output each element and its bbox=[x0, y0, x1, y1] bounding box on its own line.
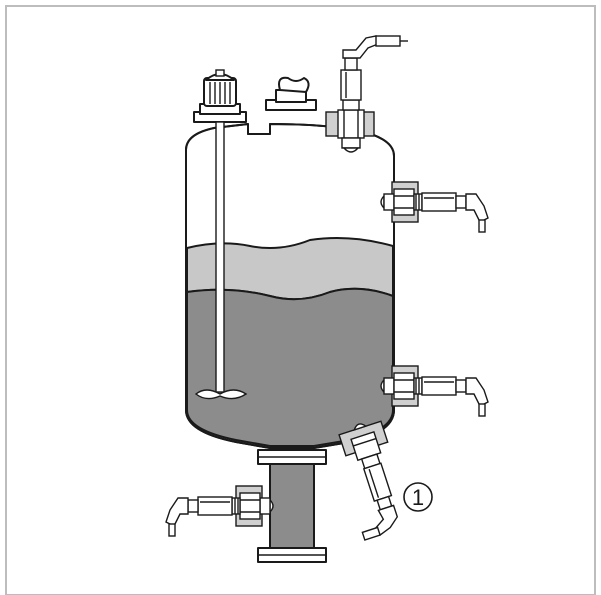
level-sensor-lower bbox=[380, 365, 489, 417]
level-sensor-upper bbox=[380, 181, 489, 233]
top-nozzle-agitator bbox=[193, 69, 247, 123]
top-nozzle-vent bbox=[265, 76, 317, 111]
callout-marker: 1 bbox=[403, 482, 433, 512]
level-sensor-top bbox=[325, 35, 408, 153]
callout-label: 1 bbox=[412, 485, 424, 510]
level-sensor-pipe bbox=[165, 485, 274, 537]
liquid bbox=[186, 287, 394, 447]
agitator bbox=[194, 121, 248, 400]
level-sensor-bottom bbox=[338, 420, 399, 541]
vessel bbox=[185, 123, 395, 449]
outlet-pipe bbox=[257, 447, 327, 563]
frame-border bbox=[5, 5, 596, 595]
